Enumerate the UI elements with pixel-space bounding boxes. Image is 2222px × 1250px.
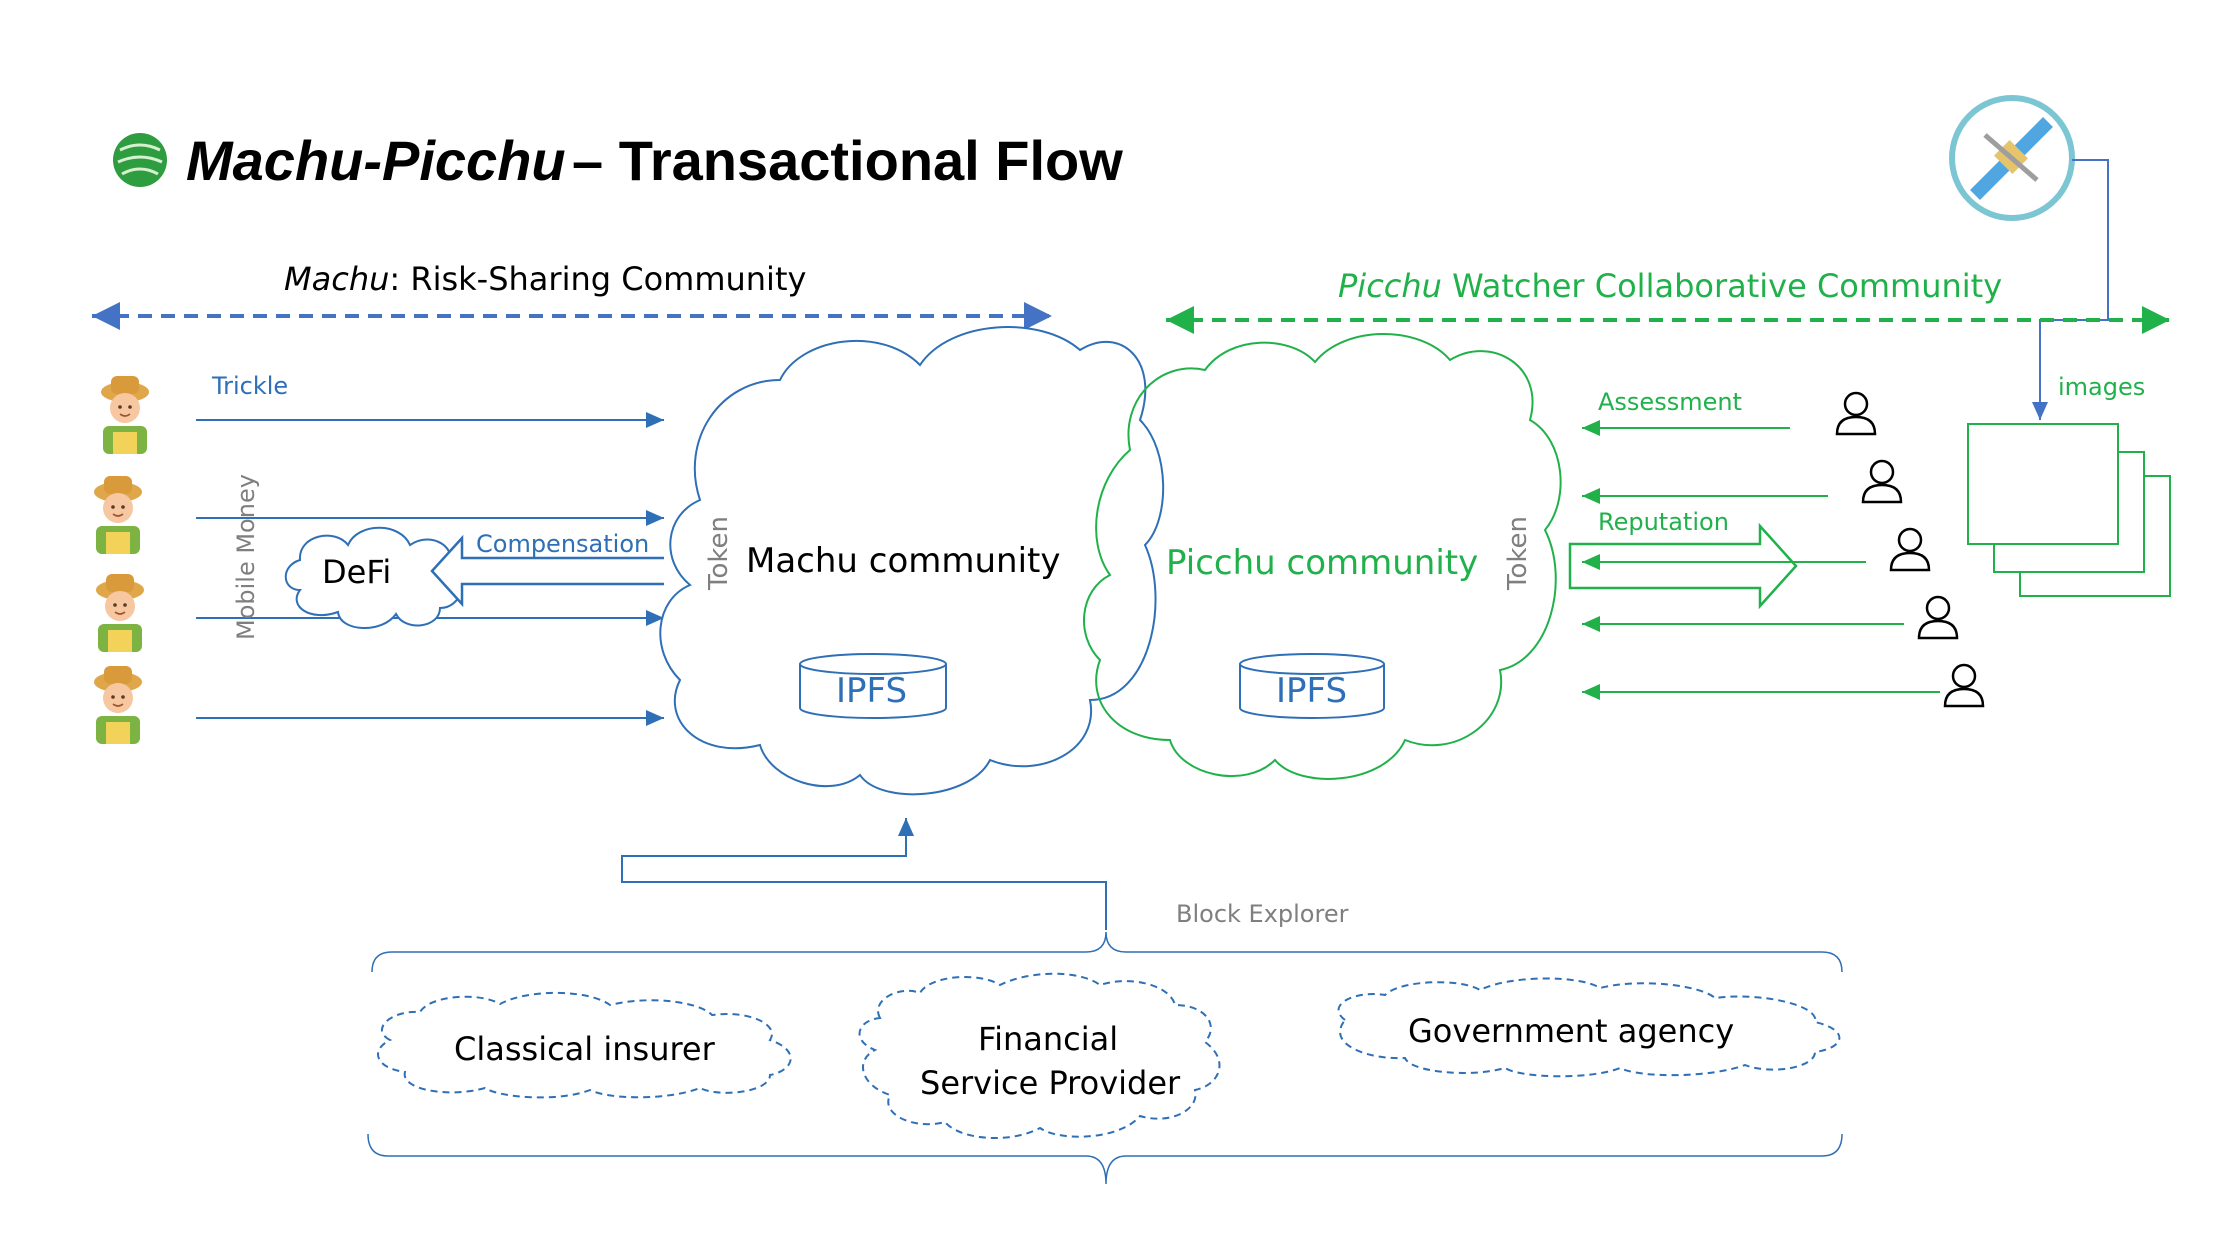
compensation-label: Compensation (476, 530, 649, 558)
machu-band-italic: Machu (284, 260, 389, 298)
token-label-right: Token (1503, 516, 1533, 591)
image-stack-icon (1967, 423, 2171, 597)
picchu-band-rest: Watcher Collaborative Community (1442, 267, 2002, 305)
svg-text:Machu: Risk-Sharing Community: Machu: Risk-Sharing Community (284, 260, 806, 298)
watcher-user-icon (1835, 391, 1877, 436)
title-rest: – Transactional Flow (572, 129, 1123, 192)
government-agency-label: Government agency (1408, 1012, 1734, 1050)
trickle-label: Trickle (211, 372, 288, 400)
watcher-user-icon (1889, 527, 1931, 572)
classical-insurer-label: Classical insurer (454, 1030, 716, 1068)
reputation-label: Reputation (1598, 508, 1729, 536)
top-brace (371, 931, 1843, 973)
picchu-band-italic: Picchu (1338, 267, 1442, 305)
machu-band-rest: : Risk-Sharing Community (389, 260, 806, 298)
classical-insurer-cloud: Classical insurer (377, 991, 792, 1099)
machu-community-label: Machu community (746, 541, 1061, 581)
logo-icon (113, 133, 167, 187)
images-label: images (2058, 373, 2145, 401)
database-icon (1239, 653, 1385, 719)
farmer-icon (100, 375, 150, 455)
header: Machu-Picchu – Transactional Flow (113, 129, 1123, 192)
token-label-left: Token (704, 516, 734, 591)
watcher-user-icon (1917, 595, 1959, 640)
block-explorer-label: Block Explorer (1176, 900, 1349, 928)
picchu-band: Picchu Watcher Collaborative Community (1166, 267, 2170, 334)
watcher-arrows (1582, 420, 1940, 700)
title-italic: Machu-Picchu (186, 129, 566, 192)
farmer-icon (95, 573, 145, 653)
farmer-icon (93, 665, 143, 745)
compensation-arrow (430, 534, 664, 608)
machu-community-cloud (659, 326, 1165, 796)
block-explorer-connector (621, 818, 1107, 930)
defi-cloud: DeFi (284, 526, 462, 629)
defi-label: DeFi (322, 553, 391, 591)
reputation-arrow (1568, 522, 1798, 610)
watcher-user-icon (1943, 663, 1985, 708)
svg-text:Picchu Watcher Collaborative: Picchu Watcher Collaborative Community (1338, 267, 2002, 305)
picchu-community-cloud (1083, 333, 1562, 780)
watcher-user-icon (1861, 459, 1903, 504)
bottom-brace (367, 1133, 1843, 1185)
mobile-money-label: Mobile Money (232, 474, 260, 640)
database-icon (799, 653, 947, 719)
farmer-payment-arrows (196, 412, 664, 726)
fsp-label-line1: Financial (978, 1020, 1118, 1058)
satellite-icon (1949, 95, 2075, 221)
ipfs-label-right: IPFS (1276, 671, 1347, 711)
assessment-label: Assessment (1598, 388, 1742, 416)
machu-band: Machu: Risk-Sharing Community (92, 260, 1052, 330)
financial-service-provider-cloud: Financial Service Provider (858, 972, 1221, 1139)
picchu-community-label: Picchu community (1166, 543, 1478, 583)
government-agency-cloud: Government agency (1337, 977, 1841, 1078)
ipfs-label-left: IPFS (836, 671, 907, 711)
farmer-icon (93, 475, 143, 555)
fsp-label-line2: Service Provider (920, 1064, 1181, 1102)
